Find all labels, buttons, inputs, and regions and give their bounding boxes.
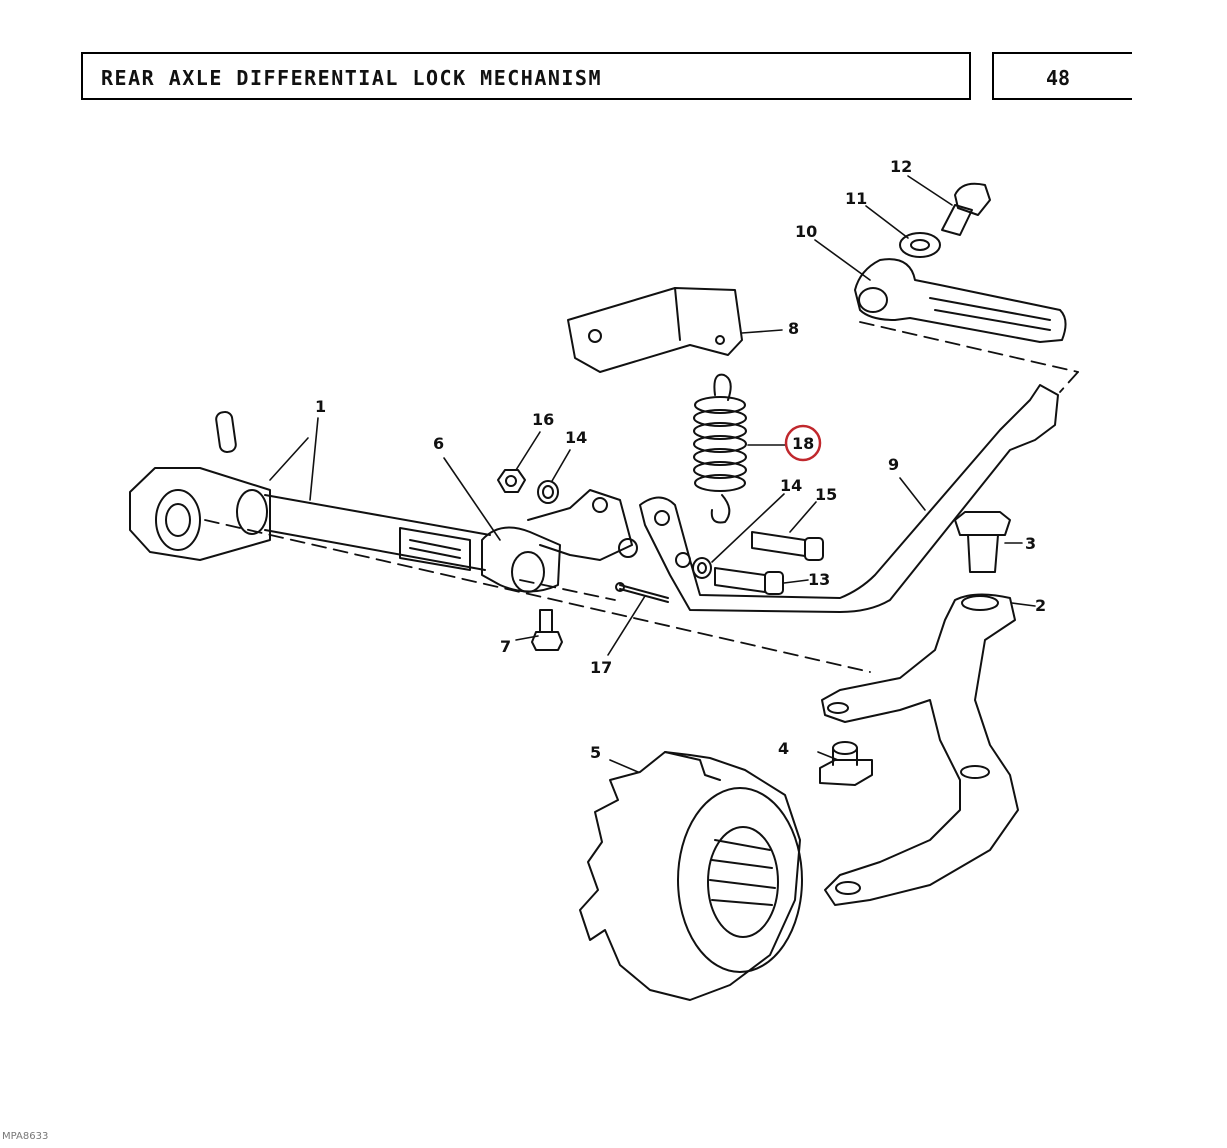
callout-17: 17: [590, 658, 612, 677]
callout-16: 16: [532, 410, 554, 429]
callout-11: 11: [845, 189, 867, 208]
part-17-split-pin: [615, 582, 669, 603]
part-8-bracket: [567, 287, 743, 373]
page-number-box: 48: [992, 52, 1132, 100]
callout-18: 18: [792, 434, 814, 453]
callout-4: 4: [778, 739, 789, 758]
callout-9: 9: [888, 455, 899, 474]
callout-12: 12: [890, 157, 912, 176]
part-6-shift-fork: [481, 489, 638, 593]
part-16-nut: [497, 469, 526, 493]
page-title: REAR AXLE DIFFERENTIAL LOCK MECHANISM: [101, 66, 603, 90]
callout-8: 8: [788, 319, 799, 338]
callout-15: 15: [815, 485, 837, 504]
callout-labels: 1 2 3 4 5 6 7 8 9 10 11 12 13 14 14 15 1…: [315, 157, 1046, 762]
leader-lines: [269, 175, 1036, 773]
part-14-washer: [537, 480, 712, 579]
callout-1: 1: [315, 397, 326, 416]
part-13-bolt: [714, 567, 784, 595]
part-12-bolt: [941, 182, 991, 236]
part-1-selector-shaft: [129, 410, 491, 571]
part-11-washer: [899, 232, 941, 258]
drawing-code: MPA8633: [2, 1131, 49, 1142]
callout-2: 2: [1035, 596, 1046, 615]
assembly-guide-lines: [204, 321, 1079, 673]
part-7-bolt: [531, 609, 563, 651]
part-18-return-spring: [693, 373, 747, 524]
page-number: 48: [1046, 66, 1071, 90]
callout-5: 5: [590, 743, 601, 762]
highlight-circle: [784, 424, 822, 462]
part-2-lever-arm: [821, 593, 1019, 906]
part-10-pedal: [854, 258, 1067, 343]
part-15-bolt: [751, 531, 824, 561]
callout-10: 10: [795, 222, 817, 241]
part-3-plug: [954, 511, 1011, 573]
callout-13: 13: [808, 570, 830, 589]
callout-7: 7: [500, 637, 511, 656]
part-5-dog-clutch: [579, 751, 803, 1001]
callout-14-upper: 14: [565, 428, 587, 447]
callout-14-lower: 14: [780, 476, 802, 495]
title-box: REAR AXLE DIFFERENTIAL LOCK MECHANISM: [81, 52, 971, 100]
part-9-linkage-rod: [639, 384, 1059, 613]
callout-3: 3: [1025, 534, 1036, 553]
callout-6: 6: [433, 434, 444, 453]
part-4-block: [819, 741, 873, 786]
